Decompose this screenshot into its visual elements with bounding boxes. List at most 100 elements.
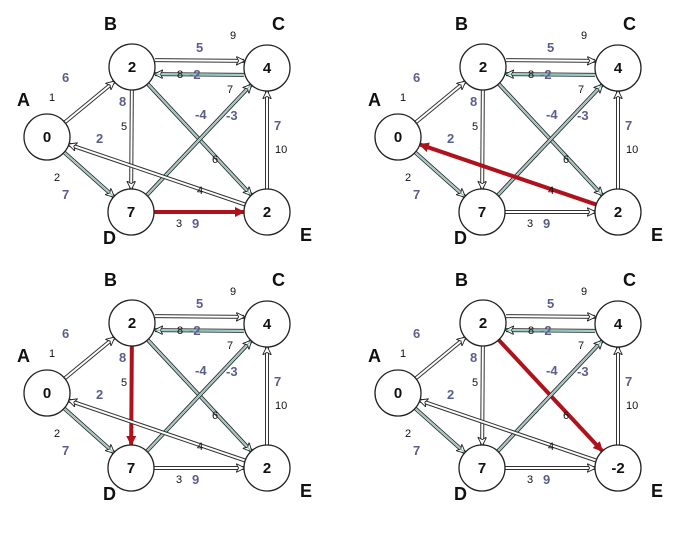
edge-weight-a-d-0: 2 <box>405 428 411 440</box>
edge-weight-d-c-1: -3 <box>226 364 238 379</box>
edge-b-d: 85 <box>470 89 484 190</box>
edge-tint <box>63 407 115 454</box>
edge-inner <box>415 80 466 124</box>
node-circle <box>459 43 507 91</box>
edge-a-b: 16 <box>49 326 114 380</box>
node-circle <box>23 113 71 161</box>
edge-e-c: 7 10 <box>618 347 638 445</box>
edge-weight-c-b-0: 8 <box>528 69 534 81</box>
edge-e-a: 24 <box>418 131 597 207</box>
edge-weight-a-d-0: 2 <box>405 172 411 184</box>
edge-inner <box>506 59 596 62</box>
edge-c-b: 8-2 <box>506 323 595 338</box>
node-label: D <box>103 228 116 248</box>
edge-tint <box>505 73 595 76</box>
node-distance-value: 2 <box>479 315 487 332</box>
node-circle <box>107 188 155 236</box>
edge-weight-a-b-0: 1 <box>400 92 406 104</box>
edge-weight-b-e-0: -4 <box>195 107 207 122</box>
edge-weight-e-a-1: 4 <box>548 185 554 197</box>
node-distance-value: 7 <box>478 460 486 477</box>
edge-weight-a-d-0: 2 <box>54 428 60 440</box>
edge-weight-d-e-0: 3 <box>527 474 533 486</box>
node-label: D <box>454 484 467 504</box>
node-label: D <box>103 484 116 504</box>
node-distance-value: 2 <box>614 204 622 221</box>
node-distance-value: 0 <box>394 129 402 146</box>
edge-weight-b-e-1: 6 <box>563 410 569 422</box>
edge-b-c: 95 <box>506 286 595 317</box>
edge-weight-d-c-0: 7 <box>578 84 584 96</box>
edge-weight-a-b-0: 1 <box>49 348 55 360</box>
edge-weight-a-b-0: 1 <box>49 92 55 104</box>
node-distance-value: 4 <box>614 60 623 77</box>
edge-weight-e-c-1: 10 <box>626 144 638 156</box>
edge-weight-e-c-1: 10 <box>626 400 638 412</box>
edge-weight-a-d-0: 2 <box>54 172 60 184</box>
edge-weight-b-c-1: 5 <box>196 296 203 311</box>
edge-tint <box>414 407 466 454</box>
node-a: 0A <box>17 90 71 161</box>
edge-weight-d-c-1: -3 <box>577 364 589 379</box>
node-c: 4C <box>243 270 291 348</box>
edge-weight-b-c-0: 9 <box>230 286 236 298</box>
node-label: B <box>104 14 117 34</box>
edge-e-c: 710 <box>267 347 287 445</box>
edge-weight-e-a-0: 2 <box>96 131 103 146</box>
node-label: C <box>623 270 636 290</box>
edge-weight-a-d-1: 7 <box>62 187 69 202</box>
highlighted-edge-b-d <box>126 345 137 447</box>
node-label: E <box>651 225 663 245</box>
edge-weight-c-b-1: -2 <box>540 67 552 82</box>
edge-e-c: 710 <box>267 91 287 189</box>
edge-weight-b-c-1: 5 <box>547 40 554 55</box>
edge-weight-b-e-0: -4 <box>546 363 558 378</box>
edge-weight-d-c-0: 7 <box>227 84 233 96</box>
edge-weight-d-e-1: 9 <box>543 472 550 487</box>
edge-weight-d-e-0: 3 <box>527 218 533 230</box>
node-distance-value: 2 <box>263 460 271 477</box>
edge-tint <box>154 73 244 76</box>
node-distance-value: 7 <box>127 460 135 477</box>
node-e: -2E <box>594 444 663 501</box>
edge-weight-e-a-1: 4 <box>197 185 203 197</box>
node-d: 7D <box>454 188 506 248</box>
edge-weight-d-c-0: 7 <box>578 340 584 352</box>
edge-weight-b-d-0: 8 <box>470 94 477 109</box>
edge-weight-b-d-1: 5 <box>472 377 478 389</box>
node-circle <box>594 44 642 92</box>
edge-weight-b-c-0: 9 <box>230 30 236 42</box>
edge-weight-a-d-1: 7 <box>62 443 69 458</box>
edge-weight-c-b-1: -2 <box>189 67 201 82</box>
node-circle <box>107 444 155 492</box>
node-label: A <box>17 346 30 366</box>
edge-inner <box>68 399 246 462</box>
edge-weight-b-e-0: -4 <box>195 363 207 378</box>
edge-weight-a-b-1: 6 <box>62 70 69 85</box>
node-distance-value: 4 <box>263 316 272 333</box>
edge-weight-e-c-0: 7 <box>625 374 632 389</box>
edge-weight-b-d-0: 8 <box>470 350 477 365</box>
edge-weight-e-c-0: 7 <box>274 118 281 133</box>
edge-weight-c-b-1: -2 <box>189 323 201 338</box>
edge-weight-e-a-1: 4 <box>548 441 554 453</box>
edge-weight-c-b-0: 8 <box>528 325 534 337</box>
edge-weight-b-d-0: 8 <box>119 350 126 365</box>
edge-weight-e-a-1: 4 <box>197 441 203 453</box>
edge-weight-b-e-1: 6 <box>563 154 569 166</box>
edge-weight-b-c-1: 5 <box>547 296 554 311</box>
node-distance-value: 2 <box>263 204 271 221</box>
edge-inner <box>155 59 245 62</box>
edge-c-b: 8-2 <box>155 67 244 82</box>
node-circle <box>458 188 506 236</box>
edge-inner <box>481 89 484 190</box>
edge-tint <box>154 329 244 332</box>
edge-b-d: 85 <box>119 89 132 189</box>
edge-weight-d-c-0: 7 <box>227 340 233 352</box>
edge-inner <box>68 143 246 206</box>
edge-e-a: 24 <box>68 387 246 463</box>
edge-weight-b-d-0: 8 <box>119 94 126 109</box>
